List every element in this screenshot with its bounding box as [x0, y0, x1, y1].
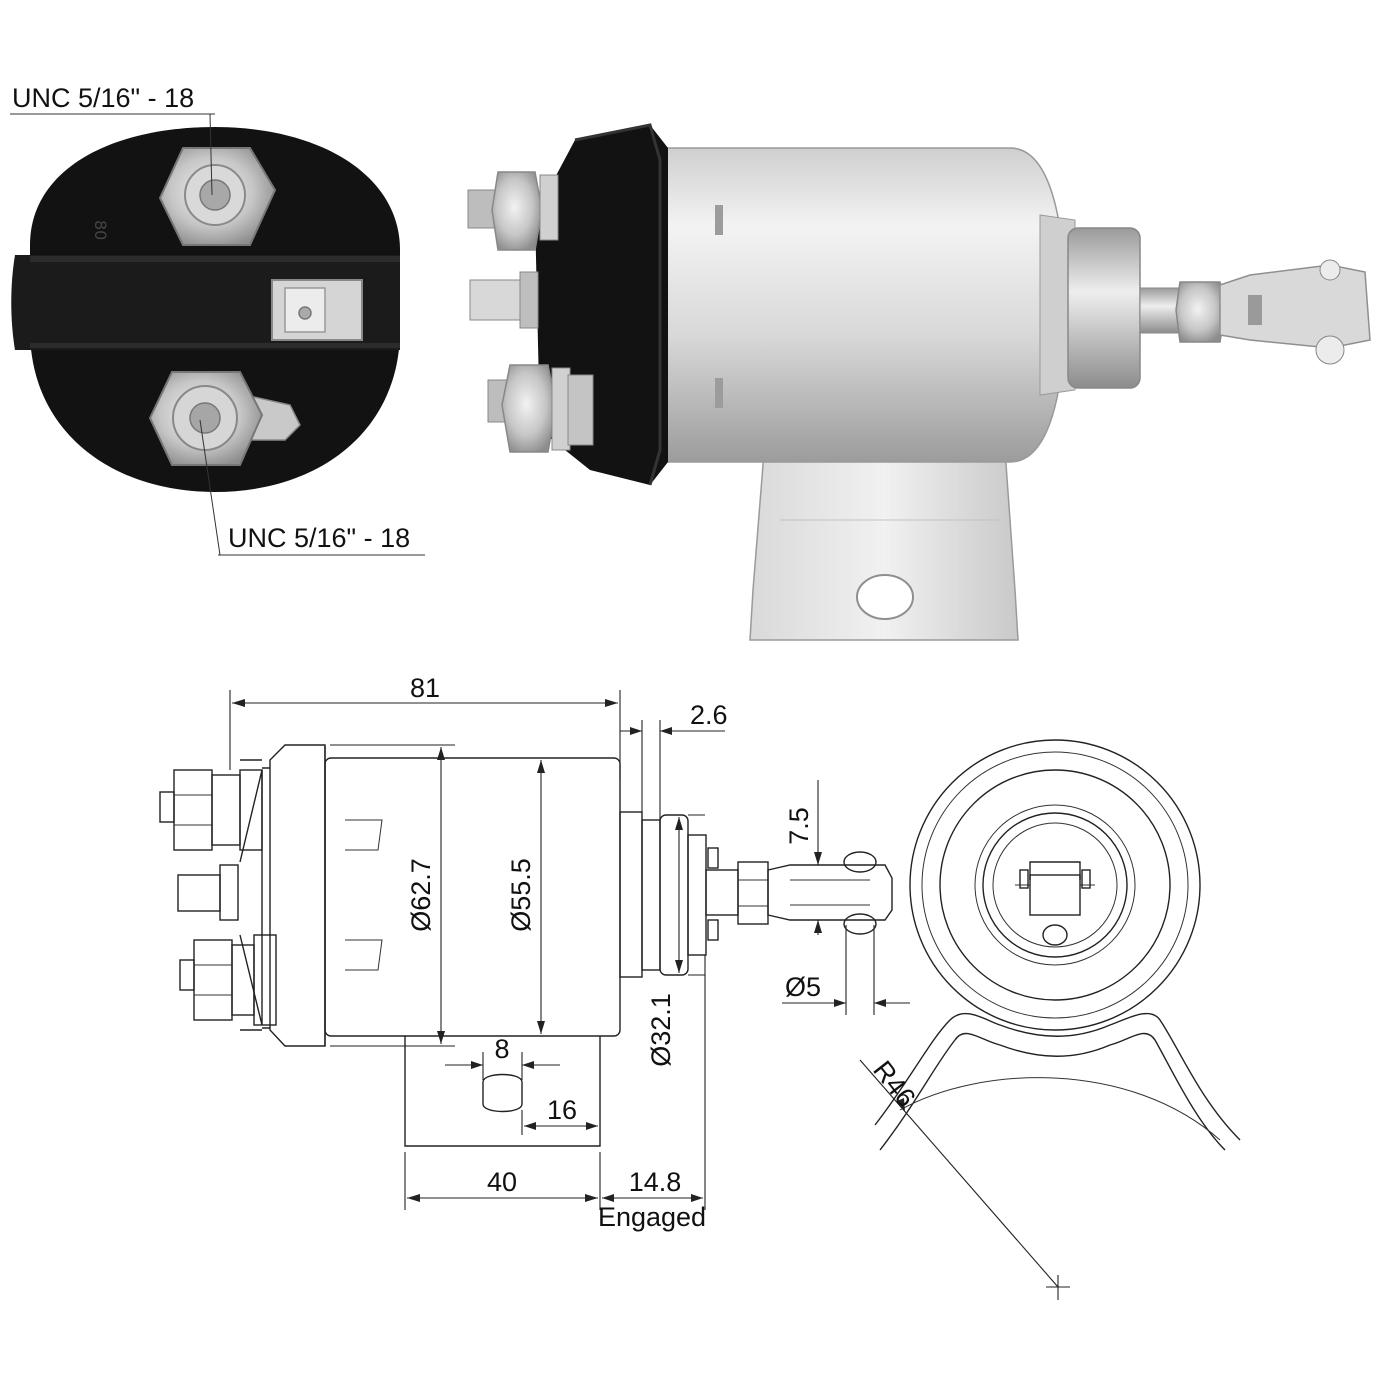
dim-mount-radius: R46 — [867, 1055, 921, 1113]
bottom-terminal-stud — [148, 371, 301, 466]
dim-slot-offset: 16 — [547, 1095, 577, 1125]
solenoid-body — [654, 147, 1066, 463]
dim-body-outer-diameter: Ø62.7 — [406, 858, 436, 932]
dim-clevis-width: 7.5 — [784, 807, 814, 845]
plunger-bushing — [1067, 227, 1141, 389]
side-bottom-terminal — [487, 364, 594, 453]
side-top-terminal — [467, 171, 559, 251]
side-view-photo — [467, 123, 1371, 641]
dim-slot-width: 8 — [494, 1034, 509, 1064]
switch-terminal-tab — [271, 279, 363, 341]
dim-engaged-label: Engaged — [598, 1202, 706, 1232]
dim-overall-length: 81 — [410, 673, 440, 703]
dim-body-inner-diameter: Ø55.5 — [506, 858, 536, 932]
technical-side-drawing: 81 2.6 Ø62.7 Ø55.5 Ø32.1 — [159, 673, 910, 1232]
side-switch-tab — [469, 271, 539, 329]
technical-end-drawing: R46 — [859, 739, 1241, 1300]
dim-flange-gap: 2.6 — [690, 700, 728, 730]
dim-engaged-stroke: 14.8 — [629, 1167, 682, 1197]
plunger-clevis — [1219, 264, 1371, 349]
dim-pin-diameter: Ø5 — [785, 972, 821, 1002]
thread-label-top: UNC 5/16" - 18 — [12, 83, 194, 113]
svg-text:80: 80 — [91, 220, 110, 240]
top-terminal-stud — [158, 147, 277, 246]
dim-bracket-width: 40 — [487, 1167, 517, 1197]
end-view-photo: 80 UNC 5/16" - 18 UNC 5/16" - 18 — [10, 83, 425, 556]
thread-label-bottom: UNC 5/16" - 18 — [228, 523, 410, 553]
dim-plunger-diameter: Ø32.1 — [646, 993, 676, 1067]
